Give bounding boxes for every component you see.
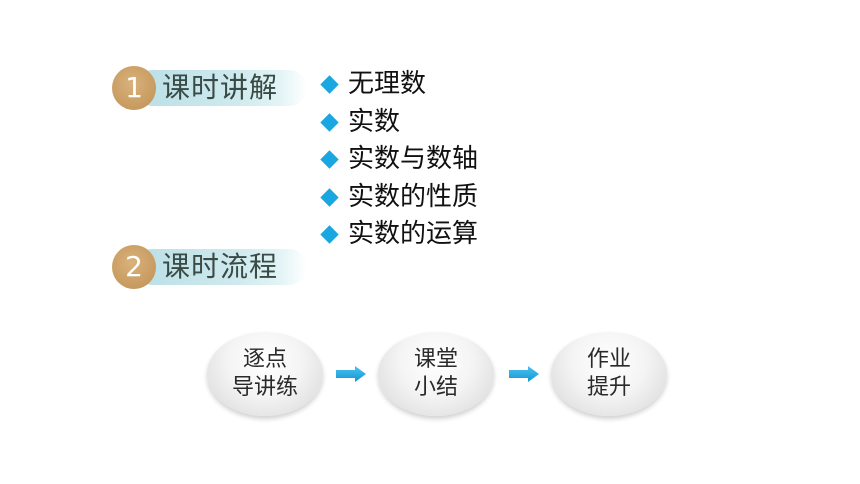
section-title: 课时流程 <box>162 250 279 283</box>
flow-step-line: 作业 <box>586 347 631 372</box>
topic-label: 实数的性质 <box>348 181 479 212</box>
flow-step-summary[interactable]: 课堂 小结 <box>378 332 494 416</box>
flow-step-line: 导讲练 <box>231 375 298 400</box>
topic-item: 实数与数轴 <box>318 141 478 179</box>
topic-item: 实数的性质 <box>318 179 478 217</box>
topic-item: 实数的运算 <box>318 216 478 254</box>
topic-label: 实数的运算 <box>348 219 479 250</box>
arrow-right-icon <box>509 366 539 382</box>
section-pill-background <box>134 249 307 285</box>
arrow-right-icon <box>336 366 366 382</box>
flow-step-line: 小结 <box>413 375 458 400</box>
flow-step-line: 课堂 <box>413 347 458 372</box>
topic-item: 实数 <box>318 104 478 142</box>
flow-step-line: 提升 <box>586 375 631 400</box>
section-number-badge: 1 <box>112 66 156 110</box>
section-pill-background <box>134 70 307 106</box>
section-header-lesson-flow: 2 课时流程 <box>112 245 307 289</box>
topic-item: 无理数 <box>318 66 478 104</box>
section-number-badge: 2 <box>112 245 156 289</box>
section-header-lesson-explanation: 1 课时讲解 <box>112 66 307 110</box>
flow-step-line: 逐点 <box>242 347 287 372</box>
topic-list: 无理数 实数 实数与数轴 实数的性质 实数的运算 <box>318 66 478 254</box>
topic-label: 无理数 <box>348 69 427 100</box>
flow-step-point-by-point[interactable]: 逐点 导讲练 <box>207 332 323 416</box>
topic-label: 实数与数轴 <box>348 144 479 175</box>
diamond-bullet-icon <box>320 150 339 169</box>
section-title: 课时讲解 <box>162 71 279 104</box>
diamond-bullet-icon <box>320 75 339 94</box>
diamond-bullet-icon <box>320 188 339 207</box>
flow-step-homework[interactable]: 作业 提升 <box>551 332 667 416</box>
topic-label: 实数 <box>348 106 401 137</box>
diamond-bullet-icon <box>320 113 339 132</box>
diamond-bullet-icon <box>320 225 339 244</box>
